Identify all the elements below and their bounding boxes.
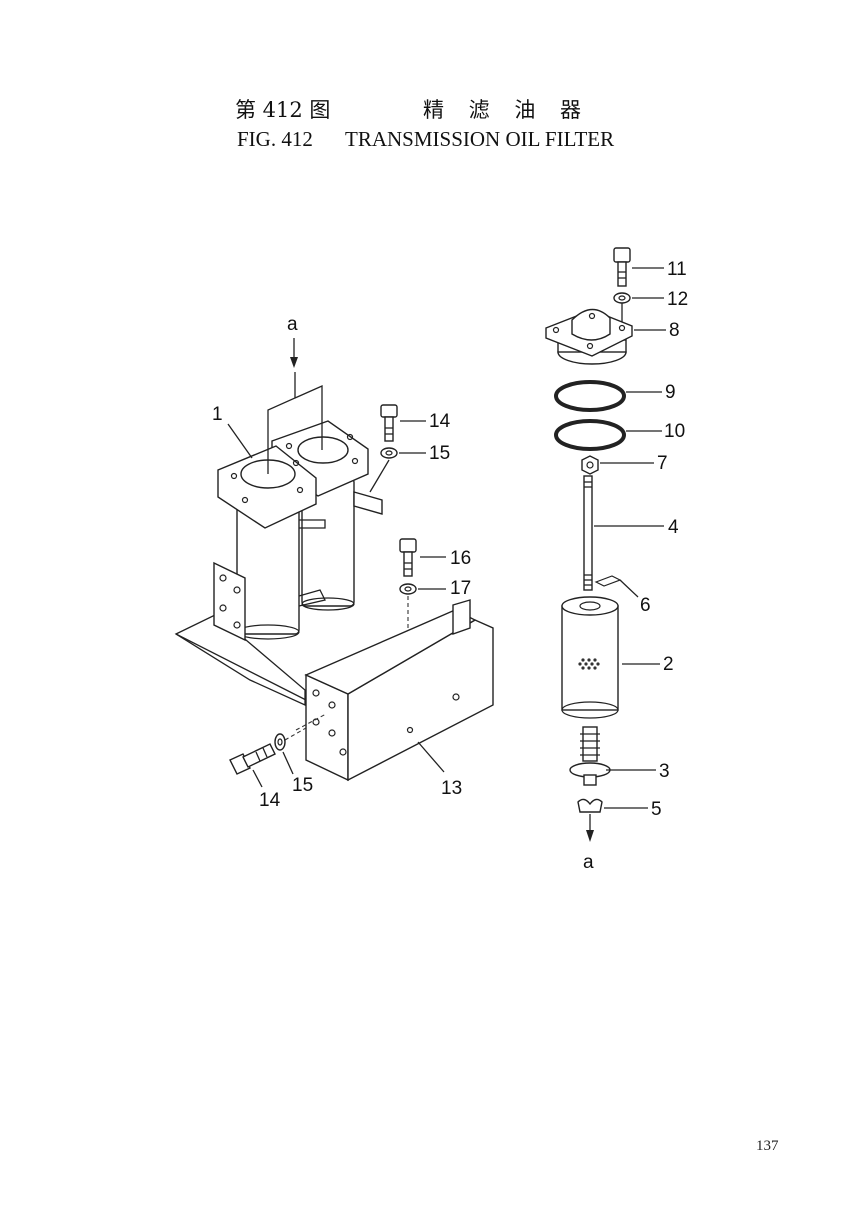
callout-2: 2 xyxy=(663,654,674,675)
page-number: 137 xyxy=(756,1138,779,1154)
callout-12: 12 xyxy=(667,289,688,310)
figure-title-english: FIG. 412 TRANSMISSION OIL FILTER xyxy=(237,127,614,152)
figure-name-en: TRANSMISSION OIL FILTER xyxy=(345,127,615,151)
callout-4: 4 xyxy=(668,517,679,538)
washer-15-top-drawing xyxy=(380,447,426,459)
callout-14-top: 14 xyxy=(429,411,451,432)
callout-15-top: 15 xyxy=(429,443,450,464)
callout-10: 10 xyxy=(664,421,685,442)
callout-3: 3 xyxy=(659,761,670,782)
callout-1: 1 xyxy=(212,404,223,425)
bolt-11-drawing xyxy=(613,247,664,287)
callout-5: 5 xyxy=(651,799,662,820)
washer-12-drawing xyxy=(613,292,664,322)
figure-name-zh: 精 滤 油 器 xyxy=(423,98,591,122)
bolt-14-top-drawing xyxy=(380,404,426,442)
cover-8-drawing xyxy=(545,308,666,365)
callout-13: 13 xyxy=(441,778,462,799)
figure-number-en: FIG. 412 xyxy=(237,127,313,151)
figure-title-chinese: 第 412 图 精 滤 油 器 xyxy=(235,94,581,124)
filter-element-2-drawing xyxy=(561,596,660,719)
arrow-label-bottom: a xyxy=(583,852,594,873)
wing-nut-5-drawing xyxy=(577,798,648,813)
callout-14-bottom: 14 xyxy=(259,790,281,811)
valve-3-drawing xyxy=(569,726,656,786)
o-ring-10-drawing xyxy=(554,419,662,451)
bracket-13-drawing xyxy=(175,599,494,782)
flow-arrow-top: a xyxy=(287,314,298,368)
pin-6-drawing xyxy=(594,575,639,598)
washer-17-drawing xyxy=(399,583,446,595)
callout-11: 11 xyxy=(667,259,687,280)
callout-6: 6 xyxy=(640,595,651,616)
arrow-label-top: a xyxy=(287,314,298,335)
flow-arrow-bottom: a xyxy=(583,814,594,873)
callout-9: 9 xyxy=(665,382,676,403)
callout-7: 7 xyxy=(657,453,668,474)
rod-4-drawing xyxy=(583,475,664,591)
callout-15-bottom: 15 xyxy=(292,775,313,796)
figure-number-zh: 第 412 图 xyxy=(235,98,331,122)
callout-17: 17 xyxy=(450,578,471,599)
nut-7-drawing xyxy=(581,455,654,475)
washer-15-bottom-drawing xyxy=(274,727,307,751)
callout-8: 8 xyxy=(669,320,680,341)
o-ring-9-drawing xyxy=(554,380,662,412)
bolt-16-drawing xyxy=(399,538,446,577)
bolt-14-bottom-drawing xyxy=(229,743,276,775)
callout-16: 16 xyxy=(450,548,471,569)
filter-housing-drawing xyxy=(174,372,383,707)
